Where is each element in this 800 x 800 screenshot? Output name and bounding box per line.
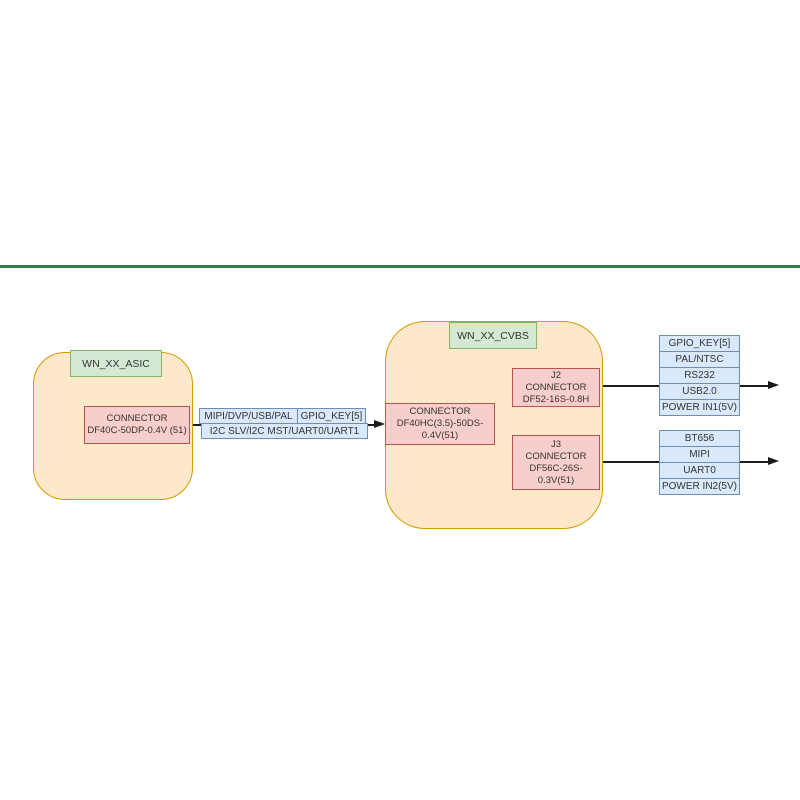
j2-connector-line3: DF52-16S-0.8H <box>522 393 590 405</box>
j2-connector-line2: CONNECTOR <box>525 381 587 393</box>
signal-row-gpio-key: GPIO_KEY[5] <box>659 335 740 352</box>
j3-signal-arrowhead <box>768 457 779 465</box>
signal-row-uart0-text: UART0 <box>683 465 716 476</box>
bus-box-mipi-dvp-usb-pal-text: MIPI/DVP/USB/PAL <box>204 410 293 422</box>
signal-row-uart0: UART0 <box>659 462 740 479</box>
signal-row-mipi-text: MIPI <box>689 449 710 460</box>
cvbs-main-connector-box: CONNECTOR DF40HC(3.5)-50DS- 0.4V(51) <box>385 403 495 445</box>
bus-box-i2c-uart: I2C SLV/I2C MST/UART0/UART1 <box>201 423 368 439</box>
asic-connector-box: CONNECTOR DF40C-50DP-0.4V (51) <box>84 406 190 444</box>
j2-signal-arrowhead <box>768 381 779 389</box>
signal-row-pal-ntsc: PAL/NTSC <box>659 351 740 368</box>
signal-row-power-in1: POWER IN1(5V) <box>659 399 740 416</box>
cvbs-block-label-text: WN_XX_CVBS <box>457 329 529 342</box>
bus-box-i2c-uart-text: I2C SLV/I2C MST/UART0/UART1 <box>209 425 360 437</box>
asic-connector-line1: CONNECTOR <box>106 413 168 424</box>
signal-row-pal-ntsc-text: PAL/NTSC <box>675 354 724 365</box>
j3-signal-stack: BT656 MIPI UART0 POWER IN2(5V) <box>659 430 740 495</box>
asic-to-cvbs-arrowhead <box>374 420 385 428</box>
cvbs-main-connector-line3: 0.4V(51) <box>421 430 459 441</box>
j3-connector-box: J3 CONNECTOR DF56C-26S- 0.3V(51) <box>512 435 600 490</box>
green-divider-line <box>0 265 800 268</box>
j2-signal-stack: GPIO_KEY[5] PAL/NTSC RS232 USB2.0 POWER … <box>659 335 740 416</box>
asic-block-label: WN_XX_ASIC <box>70 350 162 377</box>
signal-row-bt656-text: BT656 <box>684 433 715 444</box>
j3-connector-line2: CONNECTOR <box>525 450 587 462</box>
j3-connector-line4: 0.3V(51) <box>537 474 575 486</box>
signal-row-power-in2-text: POWER IN2(5V) <box>661 481 737 492</box>
bus-box-gpio-key-text: GPIO_KEY[5] <box>300 410 363 422</box>
signal-row-power-in1-text: POWER IN1(5V) <box>661 402 737 413</box>
signal-row-rs232-text: RS232 <box>684 370 715 381</box>
asic-block-label-text: WN_XX_ASIC <box>82 357 150 370</box>
j3-connector-line3: DF56C-26S- <box>529 462 583 474</box>
signal-row-mipi: MIPI <box>659 446 740 463</box>
j2-connector-box: J2 CONNECTOR DF52-16S-0.8H <box>512 368 600 407</box>
cvbs-main-connector-line2: DF40HC(3.5)-50DS- <box>396 418 484 429</box>
signal-row-power-in2: POWER IN2(5V) <box>659 478 740 495</box>
signal-row-usb2: USB2.0 <box>659 383 740 400</box>
j2-connector-line1: J2 <box>550 369 562 381</box>
j3-connector-line1: J3 <box>550 438 562 450</box>
bus-box-mipi-dvp-usb-pal: MIPI/DVP/USB/PAL <box>199 408 298 424</box>
signal-row-bt656: BT656 <box>659 430 740 447</box>
cvbs-block-label: WN_XX_CVBS <box>449 322 537 349</box>
asic-connector-line2: DF40C-50DP-0.4V (51) <box>87 425 187 436</box>
cvbs-main-connector-line1: CONNECTOR <box>409 406 471 417</box>
signal-row-rs232: RS232 <box>659 367 740 384</box>
bus-box-gpio-key: GPIO_KEY[5] <box>297 408 366 424</box>
signal-row-gpio-key-text: GPIO_KEY[5] <box>668 338 731 349</box>
signal-row-usb2-text: USB2.0 <box>682 386 717 397</box>
